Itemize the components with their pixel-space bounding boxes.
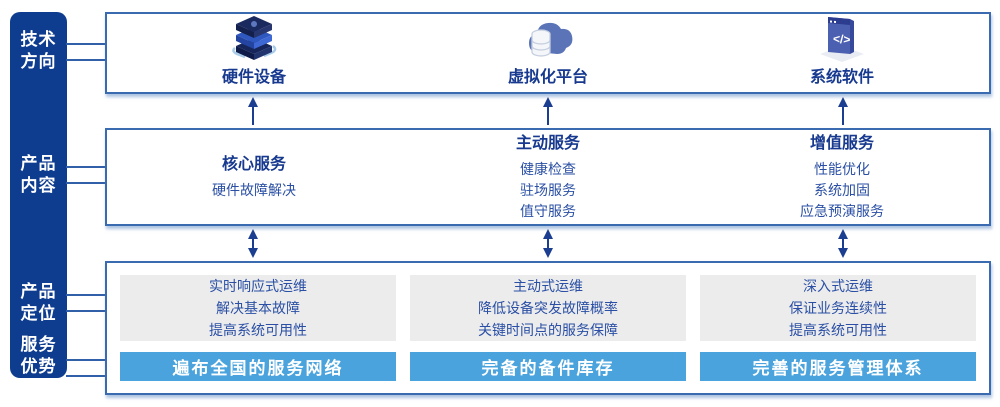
sidebar-label-text: 产品 xyxy=(20,154,57,173)
positioning-line: 主动式运维 xyxy=(513,278,583,294)
positioning-line: 深入式运维 xyxy=(803,278,873,294)
content-item: 性能优化 xyxy=(814,161,870,177)
content-item: 硬件故障解决 xyxy=(212,182,296,198)
advantage-bar: 完备的备件库存 xyxy=(410,352,686,381)
content-item: 应急预演服务 xyxy=(800,203,884,219)
content-column-header: 主动服务 xyxy=(515,135,580,152)
sidebar-label-text: 产品 xyxy=(20,282,57,301)
advantage-bar: 完善的服务管理体系 xyxy=(700,352,976,381)
connector-line xyxy=(66,294,107,296)
product-content-box: 核心服务 硬件故障解决 主动服务 健康检查 驻场服务 值守服务 增值服务 性能优… xyxy=(105,128,991,226)
tech-direction-box: 硬件设备 虚拟化平台 xyxy=(105,12,991,94)
up-arrow xyxy=(838,97,848,125)
sidebar-label-text: 服务 xyxy=(20,335,57,354)
sidebar-label-text: 内容 xyxy=(20,176,57,195)
position-column-1: 实时响应式运维 解决基本故障 提高系统可用性 遍布全国的服务网络 xyxy=(120,275,396,381)
connector-line xyxy=(66,310,107,312)
content-item: 驻场服务 xyxy=(520,182,576,198)
content-column-core-service: 核心服务 硬件故障解决 xyxy=(107,130,401,224)
sidebar-label-product-position: 产品 定位 xyxy=(10,281,67,325)
connector-line xyxy=(66,43,107,45)
tech-item-virtualization: 虚拟化平台 xyxy=(401,14,695,92)
connector-line xyxy=(66,375,107,377)
content-column-active-service: 主动服务 健康检查 驻场服务 值守服务 xyxy=(401,130,695,224)
positioning-line: 关键时间点的服务保障 xyxy=(478,322,618,338)
positioning-line: 提高系统可用性 xyxy=(789,322,887,338)
tech-item-system-software: </> 系统软件 xyxy=(695,14,989,92)
server-stack-icon xyxy=(225,12,283,62)
positioning-line: 解决基本故障 xyxy=(216,300,300,316)
sidebar-label-product-content: 产品 内容 xyxy=(10,153,67,197)
connector-line xyxy=(66,166,107,168)
positioning-line: 提高系统可用性 xyxy=(209,322,307,338)
double-arrow xyxy=(543,229,553,258)
sidebar-label-text: 定位 xyxy=(20,304,57,323)
positioning-line: 降低设备突发故障概率 xyxy=(478,300,618,316)
sidebar-label-text: 技术 xyxy=(20,30,57,49)
position-column-3: 深入式运维 保证业务连续性 提高系统可用性 完善的服务管理体系 xyxy=(700,275,976,381)
double-arrow xyxy=(248,229,258,258)
double-arrow xyxy=(838,229,848,258)
positioning-panel: 主动式运维 降低设备突发故障概率 关键时间点的服务保障 xyxy=(410,275,686,341)
tech-item-hardware: 硬件设备 xyxy=(107,14,401,92)
content-column-header: 增值服务 xyxy=(809,135,874,152)
sidebar-label-service-advantage: 服务 优势 xyxy=(10,334,67,378)
sidebar-label-text: 优势 xyxy=(20,357,57,376)
tech-item-label: 硬件设备 xyxy=(221,69,286,86)
up-arrow xyxy=(543,97,553,125)
sidebar-label-tech-direction: 技术 方向 xyxy=(10,29,67,73)
positioning-panel: 深入式运维 保证业务连续性 提高系统可用性 xyxy=(700,275,976,341)
code-window-icon: </> xyxy=(813,12,871,62)
advantage-bar: 遍布全国的服务网络 xyxy=(120,352,396,381)
content-item: 值守服务 xyxy=(520,203,576,219)
product-position-box: 实时响应式运维 解决基本故障 提高系统可用性 遍布全国的服务网络 主动式运维 降… xyxy=(105,261,991,395)
tech-item-label: 系统软件 xyxy=(809,69,874,86)
content-column-header: 核心服务 xyxy=(221,156,286,173)
connector-line xyxy=(66,59,107,61)
content-item: 健康检查 xyxy=(520,161,576,177)
category-sidebar: 技术 方向 产品 内容 产品 定位 服务 优势 xyxy=(10,12,67,378)
positioning-panel: 实时响应式运维 解决基本故障 提高系统可用性 xyxy=(120,275,396,341)
sidebar-label-text: 方向 xyxy=(20,52,57,71)
tech-item-label: 虚拟化平台 xyxy=(507,69,588,86)
content-column-value-added-service: 增值服务 性能优化 系统加固 应急预演服务 xyxy=(695,130,989,224)
connector-line xyxy=(66,182,107,184)
positioning-line: 实时响应式运维 xyxy=(209,278,307,294)
connector-line xyxy=(66,359,107,361)
cloud-database-icon xyxy=(519,12,577,62)
svg-text:</>: </> xyxy=(833,32,851,47)
up-arrow xyxy=(248,97,258,125)
position-column-2: 主动式运维 降低设备突发故障概率 关键时间点的服务保障 完备的备件库存 xyxy=(410,275,686,381)
content-item: 系统加固 xyxy=(814,182,870,198)
positioning-line: 保证业务连续性 xyxy=(789,300,887,316)
